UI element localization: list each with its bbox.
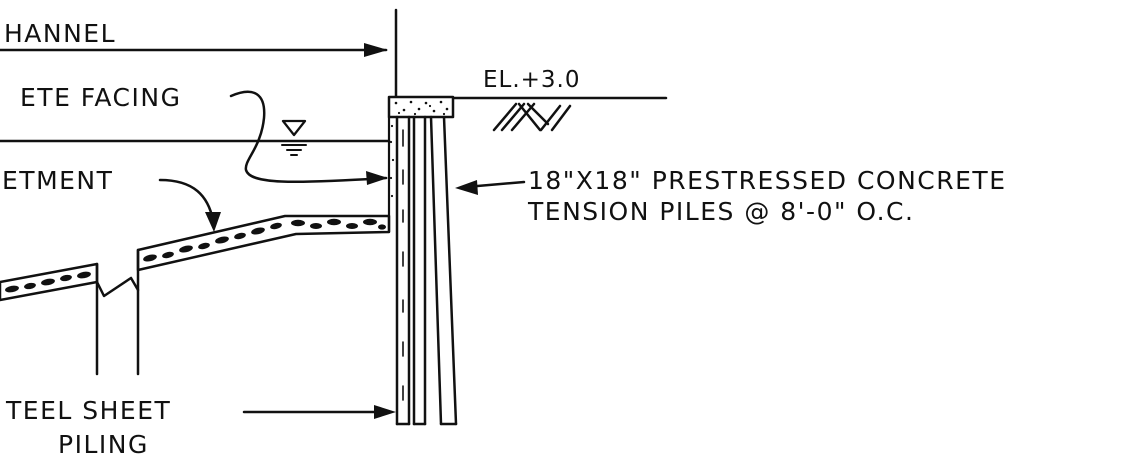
water-surface-triangle-icon <box>281 119 307 156</box>
revetment-label: ETMENT <box>2 166 114 195</box>
vertical-pile <box>412 115 427 426</box>
channel-dimension-line <box>0 8 398 98</box>
concrete-cap <box>387 95 455 119</box>
channel-label: HANNEL <box>4 19 117 48</box>
facing-leader <box>229 90 388 185</box>
sheet-piling-label-line1: TEEL SHEET <box>6 396 172 425</box>
piles-label-line1: 18"X18" PRESTRESSED CONCRETE <box>528 166 1007 195</box>
sheet-piling-leader <box>242 405 396 419</box>
piles-leader <box>455 180 526 195</box>
revetment-leader <box>158 178 221 232</box>
earth-hatch-icon <box>492 102 572 132</box>
concrete-facing <box>387 115 395 234</box>
break-line-icon <box>95 248 140 376</box>
concrete-facing-label: ETE FACING <box>20 83 182 112</box>
riprap-revetment-lower <box>0 262 99 302</box>
riprap-revetment-upper <box>136 214 391 272</box>
elevation-label: EL.+3.0 <box>483 67 581 93</box>
steel-sheet-piling <box>395 115 411 426</box>
battered-tension-pile <box>429 115 458 426</box>
sheet-piling-label-line2: PILING <box>58 430 149 459</box>
water-surface <box>0 119 391 156</box>
piles-label-line2: TENSION PILES @ 8'-0" O.C. <box>528 197 915 226</box>
